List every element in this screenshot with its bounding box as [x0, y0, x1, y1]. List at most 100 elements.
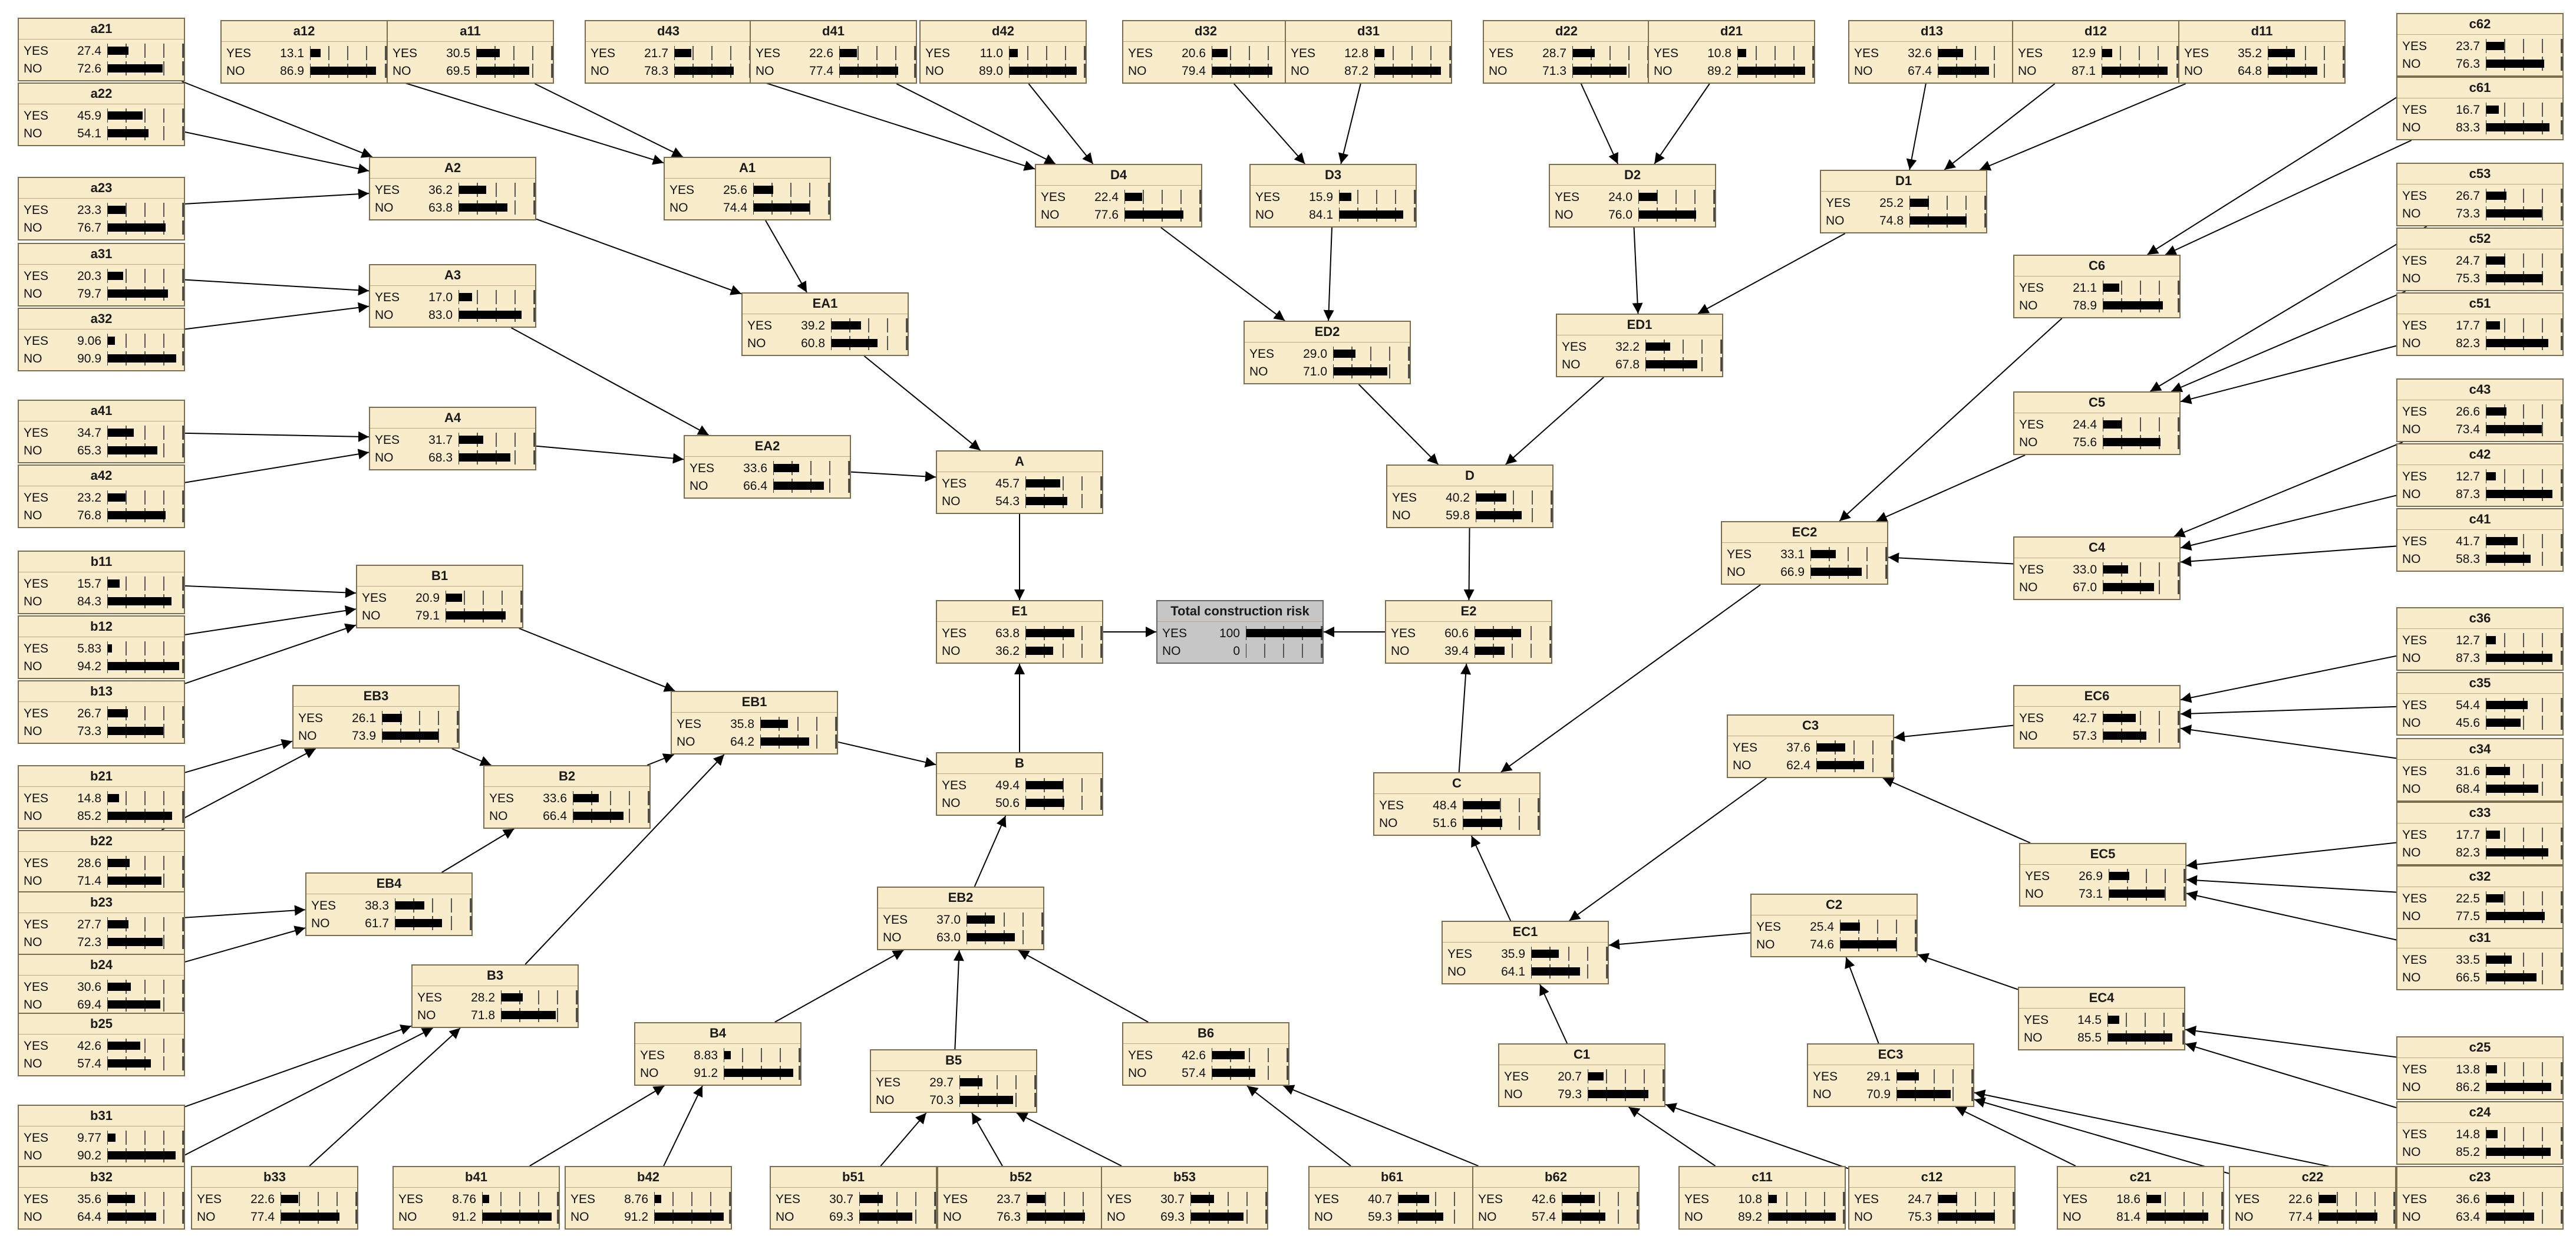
state-probability: 77.4	[809, 64, 833, 78]
